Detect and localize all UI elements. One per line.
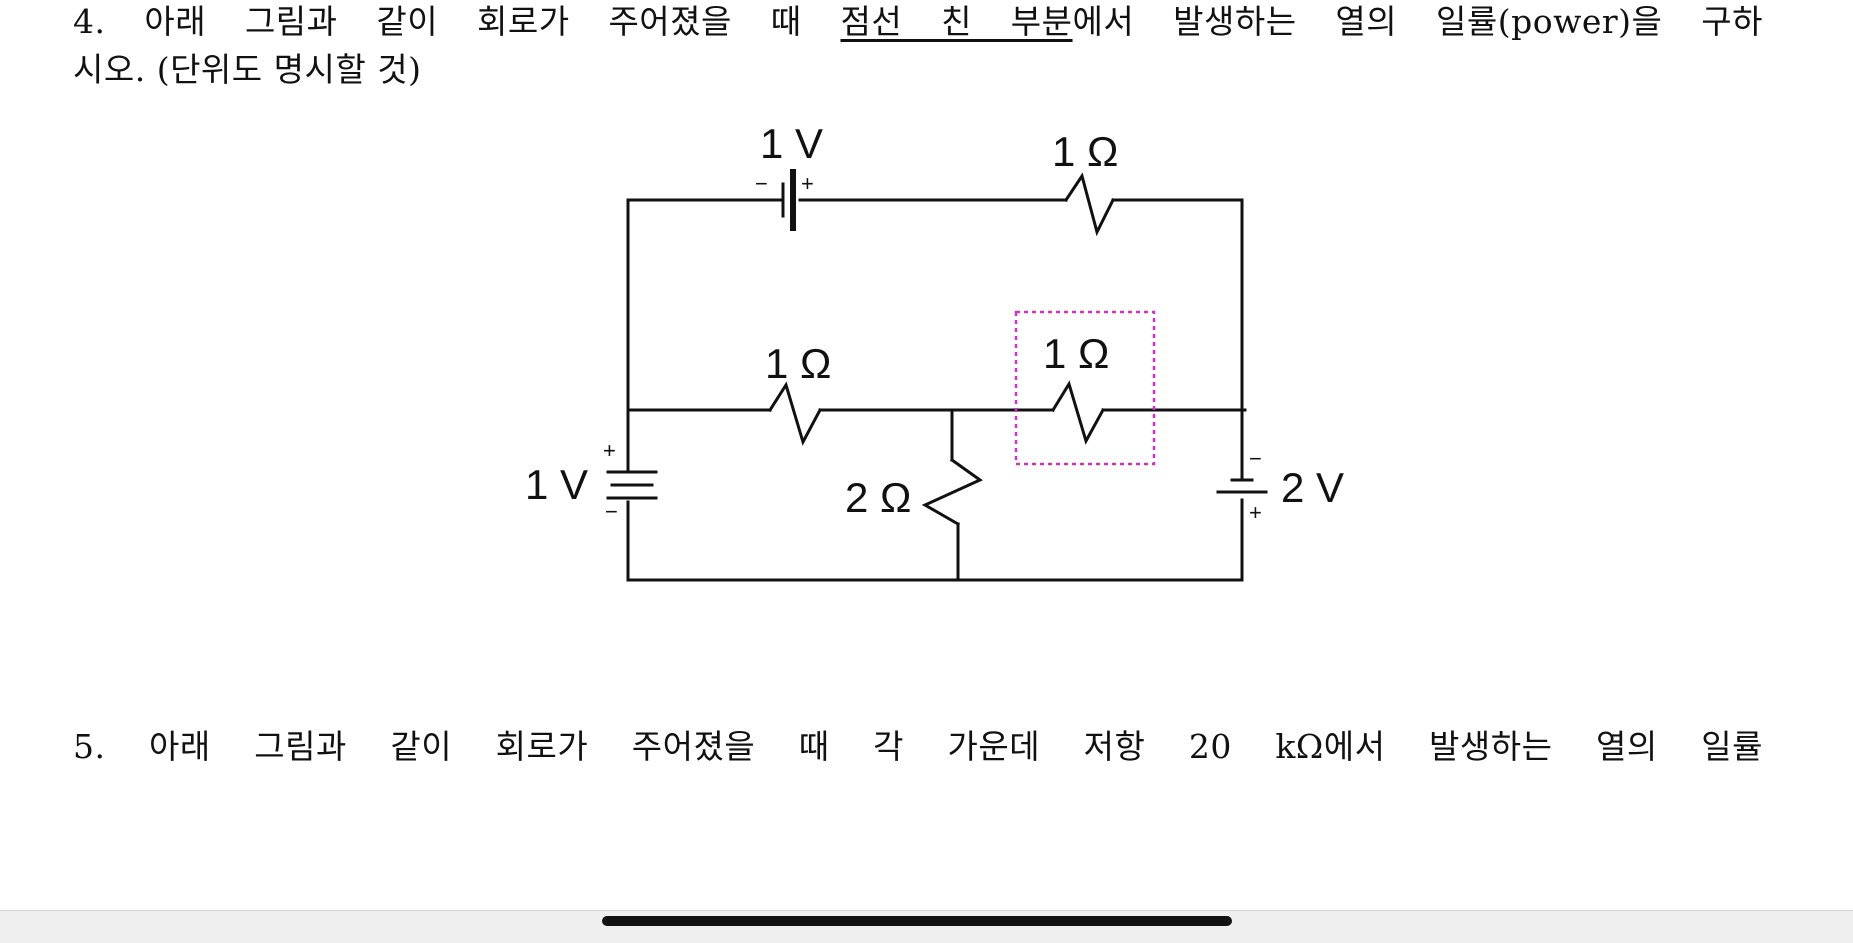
question-4-underlined: 점선 친 부분 xyxy=(840,2,1073,41)
question-4-text: 4. 아래 그림과 같이 회로가 주어졌을 때 점선 친 부분에서 발생하는 열… xyxy=(73,0,1763,94)
question-4-prefix: 4. 아래 그림과 같이 회로가 주어졌을 때 xyxy=(73,2,841,41)
mid-right-resistor xyxy=(1050,380,1106,445)
bottom-toolbar xyxy=(0,910,1853,943)
top-battery-label: 1 V xyxy=(760,120,823,167)
highlight-box xyxy=(1014,310,1156,466)
question-4-suffix: 에서 발생하는 열의 일률(power)을 구하 xyxy=(1072,2,1763,41)
question-5-text: 5. 아래 그림과 같이 회로가 주어졌을 때 각 가운데 저항 20 kΩ에서… xyxy=(73,727,1763,766)
mid-left-resistor-label: 1 Ω xyxy=(765,340,831,387)
mid-right-resistor-label: 1 Ω xyxy=(1043,330,1109,377)
mid-left-resistor xyxy=(767,381,823,446)
top-resistor xyxy=(1063,172,1116,237)
left-battery-label: 1 V xyxy=(525,461,588,508)
right-battery-minus-sign: − xyxy=(1249,446,1262,471)
right-battery-plus-sign: + xyxy=(1249,500,1262,525)
question-4-line2: 시오. (단위도 명시할 것) xyxy=(73,50,422,89)
top-battery-plus-sign: + xyxy=(801,171,814,196)
bottom-resistor-label: 2 Ω xyxy=(845,474,911,521)
right-battery-label: 2 V xyxy=(1281,464,1344,511)
left-battery-plus-sign: + xyxy=(603,438,616,463)
left-battery-minus-sign: − xyxy=(605,499,618,524)
home-indicator[interactable] xyxy=(602,916,1232,926)
top-battery-minus-sign: − xyxy=(755,171,768,196)
bottom-resistor xyxy=(921,457,983,527)
top-resistor-label: 1 Ω xyxy=(1052,128,1118,175)
